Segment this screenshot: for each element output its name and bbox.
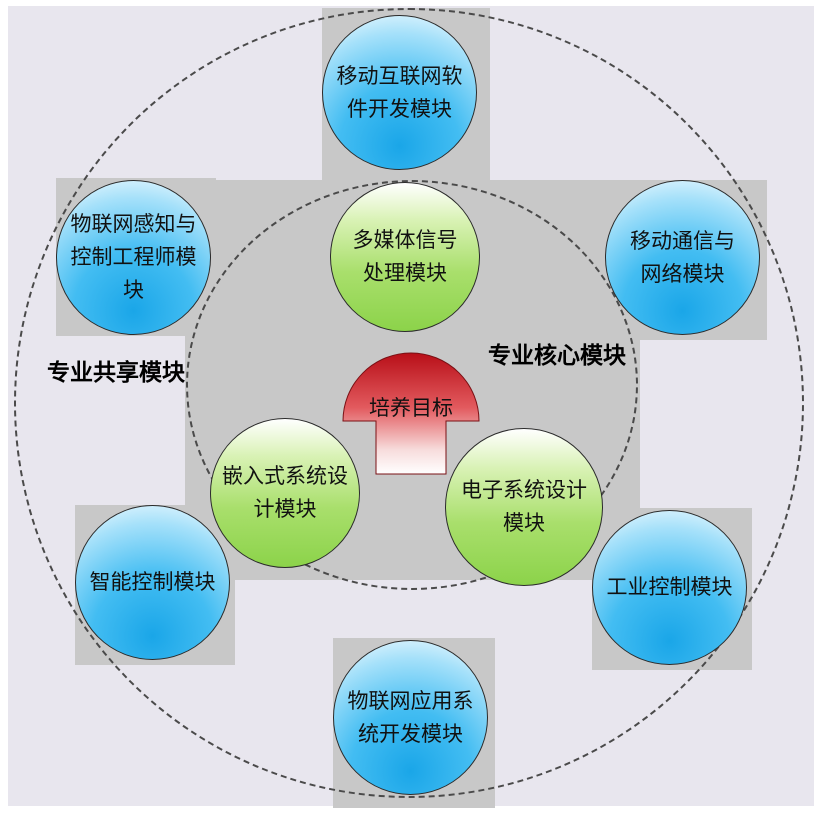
inner-dashed-ring — [186, 180, 638, 590]
outer-module-iot-application-system: 物联网应用系统开发模块 — [333, 640, 488, 795]
module-label: 工业控制模块 — [606, 575, 733, 599]
outer-module-mobile-comm-network: 移动通信与网络模块 — [605, 180, 760, 335]
core-module-electronic-system: 电子系统设计模块 — [445, 428, 603, 586]
module-label: 智能控制模块 — [89, 570, 216, 594]
outer-dashed-ring — [14, 8, 804, 798]
outer-module-mobile-internet-software: 移动互联网软件开发模块 — [322, 15, 477, 170]
module-label: 移动通信与网络模块 — [630, 228, 735, 286]
outer-module-industrial-control: 工业控制模块 — [592, 510, 747, 665]
module-label: 电子系统设计模块 — [461, 478, 587, 535]
core-module-embedded-system: 嵌入式系统设计模块 — [210, 418, 360, 568]
module-label: 物联网感知与控制工程师模块 — [70, 212, 197, 302]
outer-module-iot-sensing-control-engineer: 物联网感知与控制工程师模块 — [56, 180, 211, 335]
center-target-label: 培养目标 — [369, 396, 453, 420]
outer-module-intelligent-control: 智能控制模块 — [75, 505, 230, 660]
module-label: 嵌入式系统设计模块 — [222, 464, 348, 521]
module-label: 移动互联网软件开发模块 — [336, 63, 463, 121]
inner-ring-label: 专业核心模块 — [488, 343, 626, 369]
core-module-multimedia-signal: 多媒体信号处理模块 — [330, 182, 480, 332]
center-target-shape — [342, 352, 480, 475]
outer-ring-label: 专业共享模块 — [47, 360, 185, 386]
module-label: 物联网应用系统开发模块 — [347, 688, 474, 746]
module-label: 多媒体信号处理模块 — [352, 228, 458, 285]
